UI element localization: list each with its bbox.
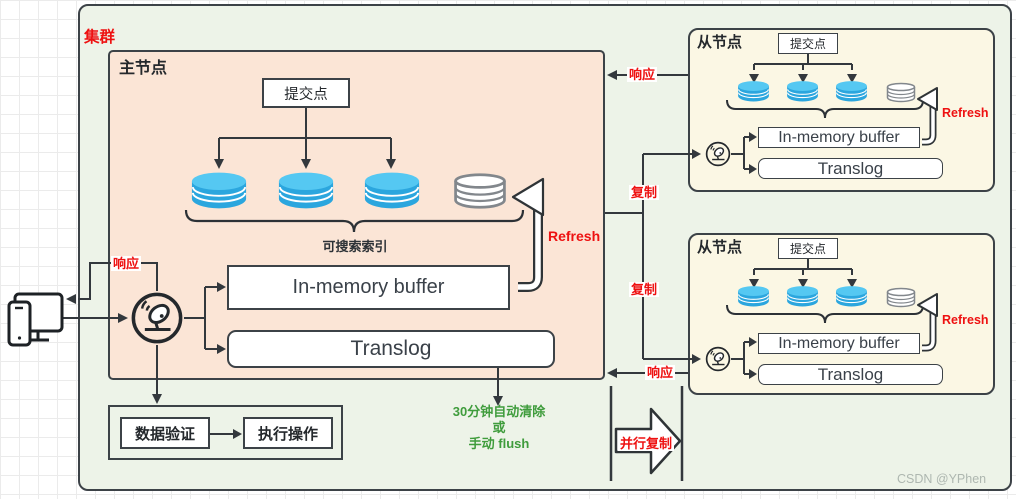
replica2-inmemory-buffer-label: In-memory buffer <box>778 334 900 352</box>
replica1-translog-label: Translog <box>817 158 884 178</box>
master-translog-box: Translog <box>227 330 555 368</box>
replica2-translog-box: Translog <box>758 364 943 385</box>
execute-operation-label: 执行操作 <box>257 425 318 443</box>
replica2-commit-point-label: 提交点 <box>789 242 826 256</box>
validation-group-box <box>108 405 343 460</box>
data-validation-label: 数据验证 <box>134 425 195 443</box>
master-inmemory-buffer-label: In-memory buffer <box>292 276 445 298</box>
replica1-commit-point-label: 提交点 <box>789 37 826 51</box>
replica2-commit-point-box: 提交点 <box>778 238 838 259</box>
data-validation-box: 数据验证 <box>120 417 210 449</box>
master-commit-point-label: 提交点 <box>284 86 328 103</box>
replica2-translog-label: Translog <box>817 364 884 384</box>
replica1-inmemory-buffer-box: In-memory buffer <box>758 127 920 148</box>
replica1-translog-box: Translog <box>758 158 943 179</box>
replica2-inmemory-buffer-box: In-memory buffer <box>758 333 920 354</box>
execute-operation-box: 执行操作 <box>243 417 333 449</box>
master-commit-point-box: 提交点 <box>262 78 350 108</box>
replica1-commit-point-box: 提交点 <box>778 33 838 54</box>
master-inmemory-buffer-box: In-memory buffer <box>227 265 510 310</box>
master-translog-label: Translog <box>350 337 432 360</box>
replica1-inmemory-buffer-label: In-memory buffer <box>778 128 900 146</box>
